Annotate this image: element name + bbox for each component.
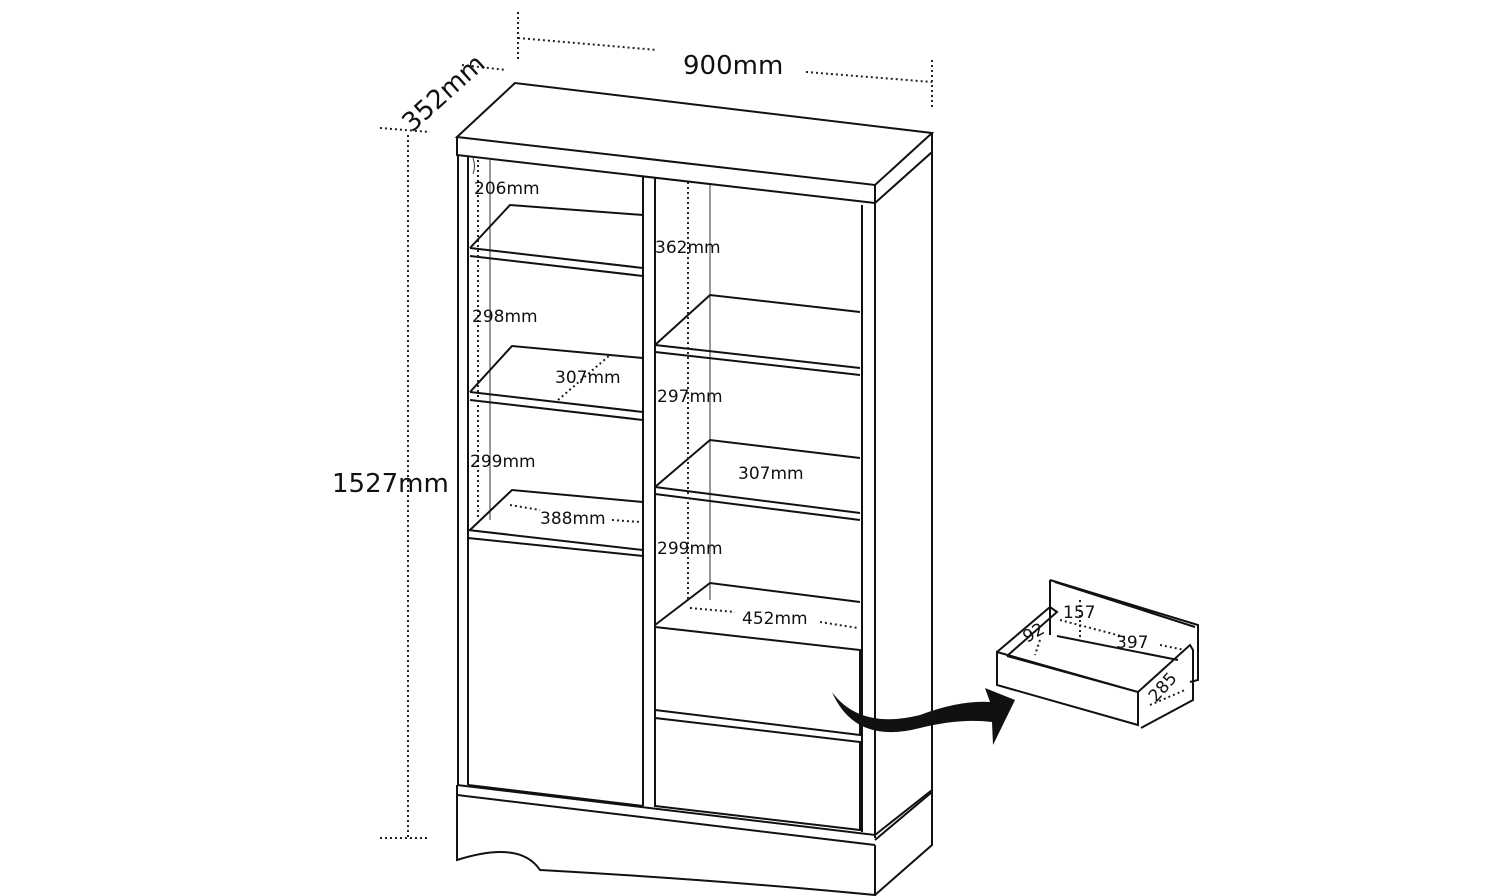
right-shelf-depth-label: 307mm [738, 464, 804, 484]
drawer-depth-label: 285 [1145, 669, 1182, 707]
left-shelf-3 [469, 488, 644, 531]
cabinet [454, 81, 935, 896]
overall-dimension-lines [379, 12, 933, 839]
drawer-height-label: 157 [1063, 603, 1095, 623]
plinth [456, 784, 933, 896]
depth-label: 352mm [397, 49, 492, 138]
left-shelf-depth-label: 307mm [555, 368, 621, 388]
drawer-1 [654, 620, 861, 737]
right-gap-top-label: 362mm [655, 238, 721, 258]
drawer-detail [996, 579, 1199, 729]
right-shelf-3 [654, 581, 861, 626]
left-shelf-1 [469, 203, 644, 277]
drawer-width-label: 397 [1116, 633, 1148, 653]
left-inner-width-label: 388mm [540, 509, 606, 529]
curved-arrow [832, 688, 1015, 745]
height-label: 1527mm [332, 469, 449, 499]
right-shelf-2 [654, 438, 861, 521]
right-inner-width-label: 452mm [742, 609, 808, 629]
left-gap-middle-label: 298mm [472, 307, 538, 327]
right-shelf-1 [654, 293, 861, 376]
drawer-2 [654, 716, 861, 832]
right-gap-middle-label: 297mm [657, 387, 723, 407]
left-door [467, 529, 644, 807]
left-gap-top-label: 206mm [474, 179, 540, 199]
left-gap-bottom-label: 299mm [470, 452, 536, 472]
left-shelf-2 [469, 344, 644, 421]
width-label: 900mm [683, 51, 783, 81]
right-gap-bottom-label: 299mm [657, 539, 723, 559]
